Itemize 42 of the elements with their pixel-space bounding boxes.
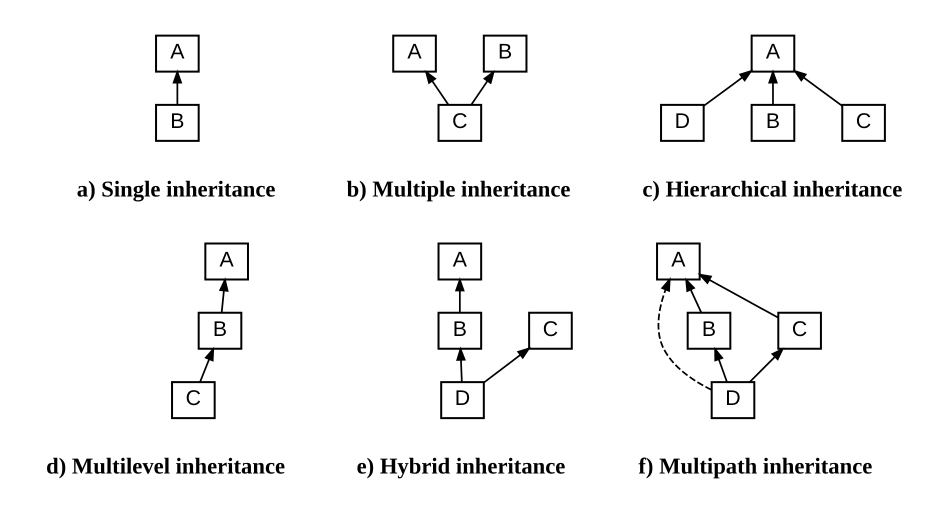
arrow (424, 69, 450, 105)
node-box: A (392, 34, 437, 72)
node-box: D (660, 103, 705, 142)
arrow (172, 68, 182, 104)
node-box: B (155, 103, 200, 142)
node-box: C (777, 311, 822, 350)
label: c) Hierarchical inheritance (642, 176, 902, 201)
node-box: C (528, 311, 573, 350)
arrow (218, 276, 229, 312)
arrow (484, 346, 532, 382)
node-box: C (841, 103, 886, 142)
node-box: B (482, 34, 528, 72)
node-box: A (438, 242, 482, 280)
arrow (456, 346, 466, 382)
arrow (685, 277, 702, 312)
node-box: D (440, 380, 485, 419)
node-box: A (750, 34, 796, 72)
arrow (454, 276, 465, 312)
node-box: B (686, 311, 732, 350)
arrow (714, 346, 728, 382)
label: d) Multilevel inheritance (46, 452, 286, 478)
label: e) Hybrid inheritance (356, 452, 566, 478)
arrow (199, 346, 214, 382)
arrow (698, 272, 778, 318)
node-box: B (750, 103, 796, 142)
label: f) Multipath inheritance (638, 452, 872, 478)
label: b) Multiple inheritance (346, 176, 570, 201)
label: a) Single inheritance (76, 176, 276, 201)
node-box: B (198, 311, 242, 350)
arrow (768, 68, 778, 104)
arrow (703, 69, 754, 106)
arrow (658, 276, 712, 390)
node-box: C (171, 380, 216, 419)
node-box: A (204, 242, 249, 280)
arrow (749, 346, 784, 382)
node-box: D (710, 380, 756, 419)
arrow (792, 69, 843, 106)
node-box: C (438, 103, 482, 142)
node-box: A (155, 34, 200, 72)
node-box: B (438, 311, 482, 350)
node-box: A (656, 242, 701, 280)
arrow (470, 69, 496, 105)
